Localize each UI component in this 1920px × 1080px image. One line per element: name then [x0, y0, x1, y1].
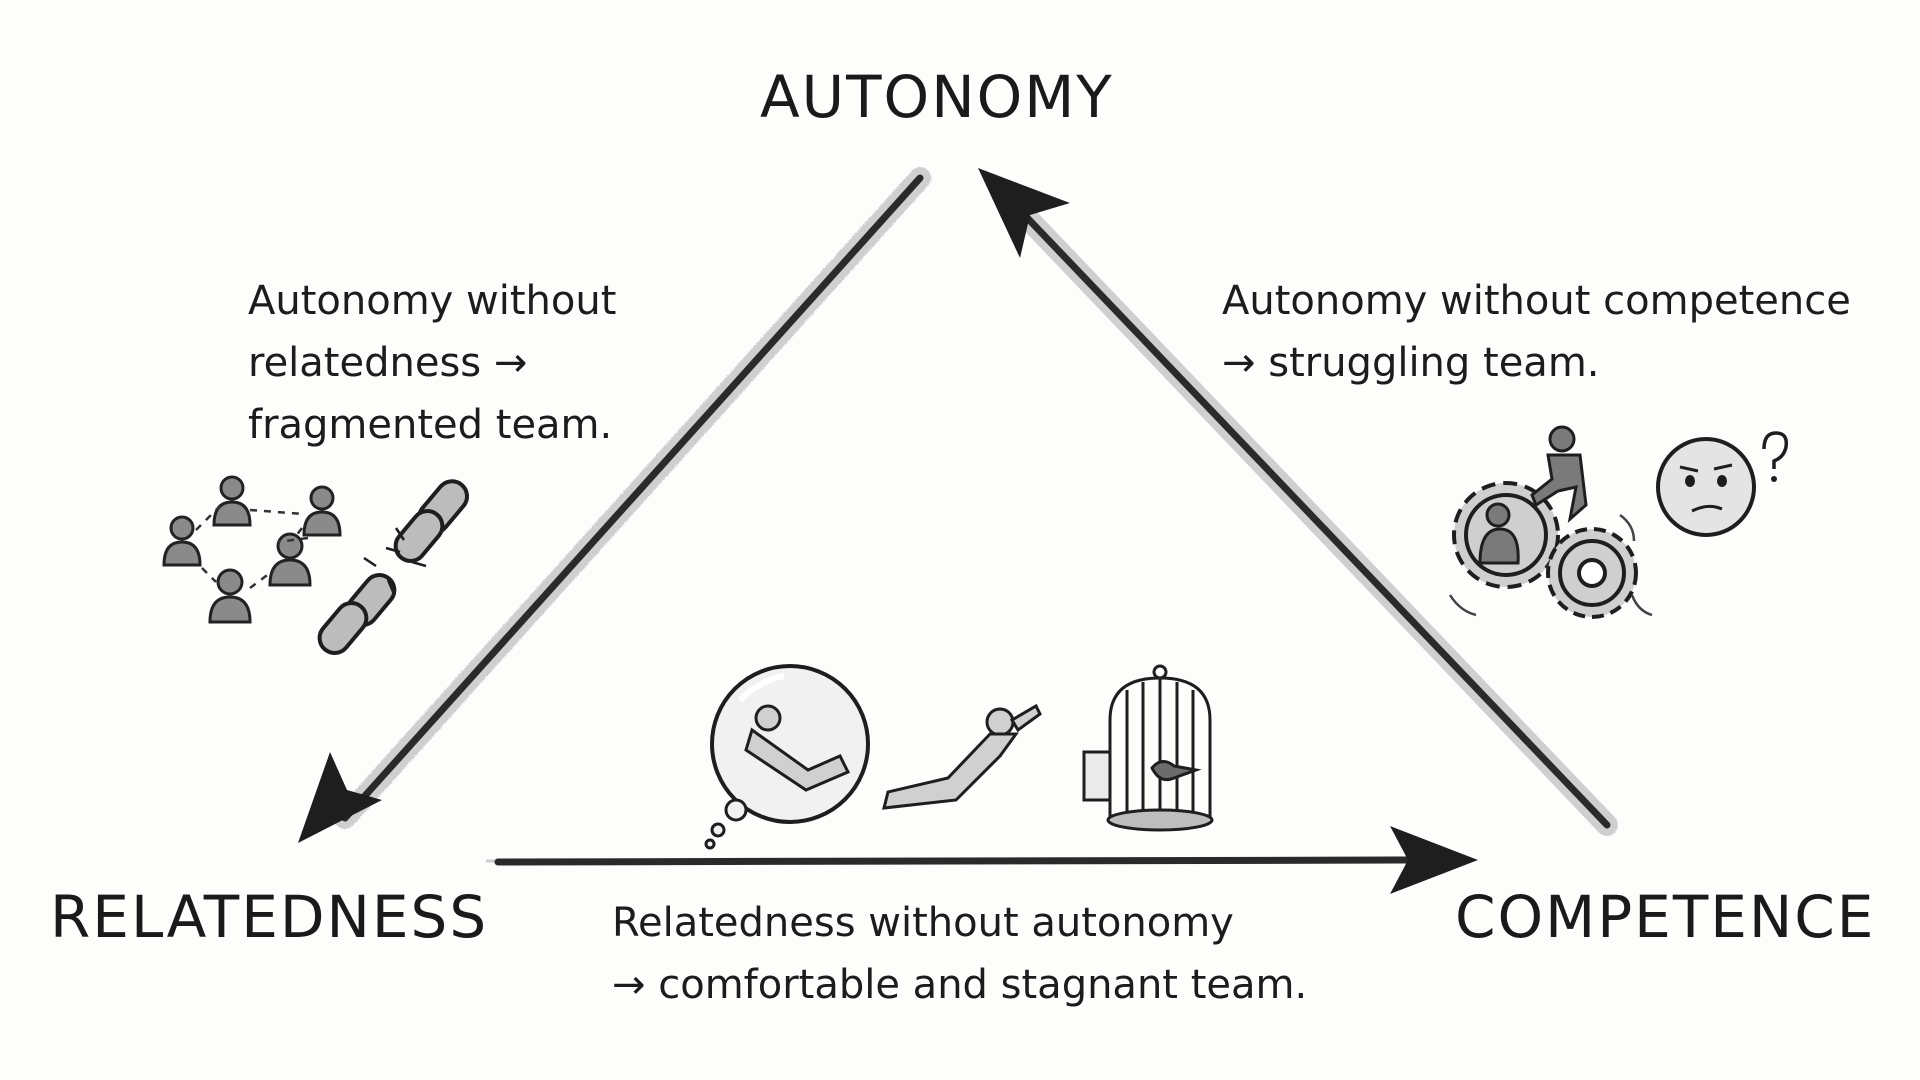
person-icon [1478, 502, 1520, 565]
confused-face-icon [1656, 431, 1789, 537]
person-icon [208, 568, 252, 624]
note-line: → struggling team. [1222, 340, 1600, 386]
note-line: fragmented team. [248, 402, 613, 448]
arrow-relatedness-to-competence [486, 826, 1478, 894]
person-icon [268, 532, 312, 587]
note-autonomy-without-competence: Autonomy without competence → struggling… [1222, 270, 1851, 394]
person-icon [1530, 425, 1588, 523]
arrow-competence-to-autonomy [978, 168, 1618, 836]
gear-icon [1546, 527, 1638, 619]
note-line: Autonomy without [248, 278, 617, 324]
person-icon [162, 515, 202, 567]
open-birdcage-icon [1082, 664, 1214, 832]
note-relatedness-without-autonomy: Relatedness without autonomy → comfortab… [612, 892, 1307, 1016]
broken-chain-icon [317, 479, 469, 655]
comfort-illustrations [704, 664, 1214, 850]
node-autonomy: AUTONOMY [760, 63, 1114, 131]
node-relatedness: RELATEDNESS [50, 883, 489, 951]
gears-with-climbing-people-icon [1448, 425, 1789, 619]
reclining-person-icon [882, 703, 1042, 810]
arrow-autonomy-to-relatedness [298, 167, 931, 843]
person-icon [212, 475, 252, 527]
note-line: Autonomy without competence [1222, 278, 1851, 324]
people-network-icon [162, 475, 469, 655]
note-autonomy-without-relatedness: Autonomy without relatedness → fragmente… [248, 270, 616, 456]
person-in-thought-bubble-icon [704, 664, 870, 850]
person-icon [302, 485, 342, 537]
note-line: Relatedness without autonomy [612, 900, 1234, 946]
note-line: → comfortable and stagnant team. [612, 962, 1308, 1008]
node-competence: COMPETENCE [1455, 883, 1876, 951]
note-line: relatedness → [248, 340, 528, 386]
